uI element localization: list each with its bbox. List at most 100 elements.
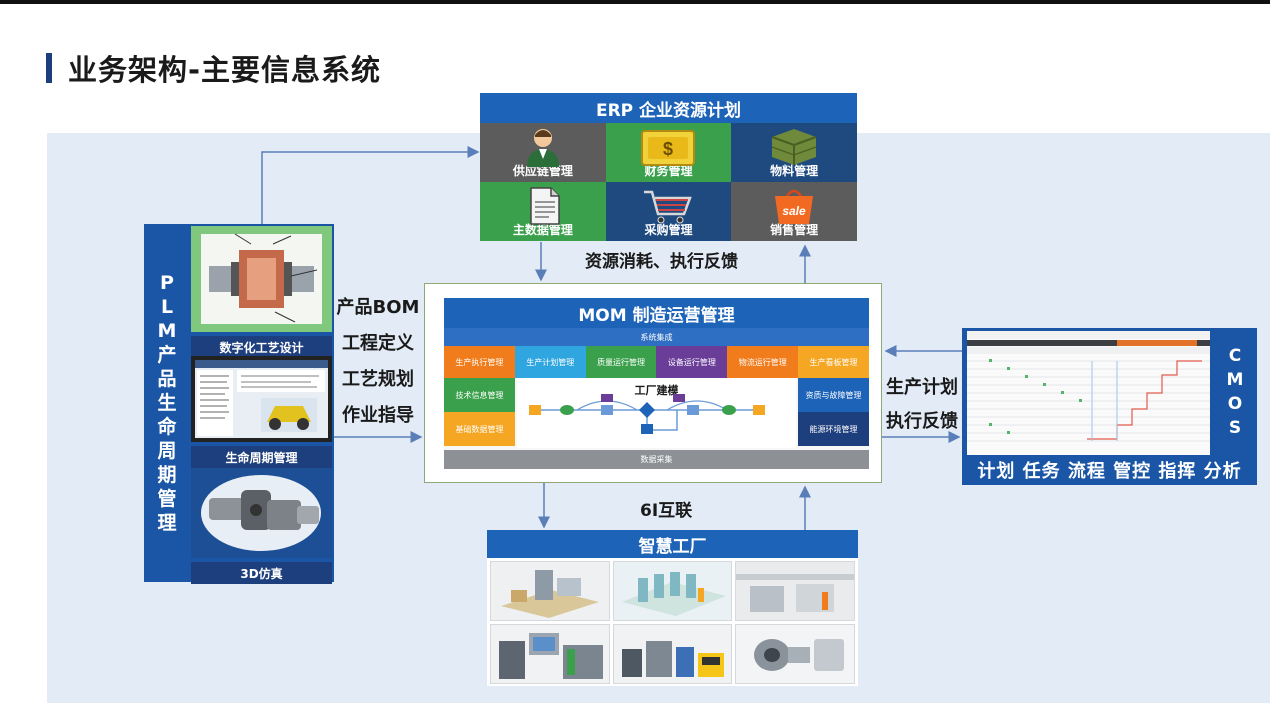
mom-module: 技术信息管理 bbox=[444, 378, 515, 412]
mom-right-modules: 资质与故障管理 能源环境管理 bbox=[798, 378, 869, 446]
plm-title-char: 产 bbox=[157, 344, 177, 366]
plm-title-char: 期 bbox=[157, 464, 177, 486]
mom-module: 能源环境管理 bbox=[798, 412, 869, 446]
mom-factory-modeling: 工厂建模 bbox=[517, 378, 796, 448]
erp-module-label: 销售管理 bbox=[770, 223, 819, 237]
mom-module: 基础数据管理 bbox=[444, 412, 515, 446]
sale-bag-icon: sale bbox=[775, 189, 814, 224]
erp-module-label: 供应链管理 bbox=[512, 164, 573, 178]
title-accent-bar bbox=[46, 53, 52, 83]
plm-panel-lifecycle: 生命周期管理 bbox=[191, 356, 332, 468]
erp-feedback-label: 资源消耗、执行反馈 bbox=[585, 252, 738, 272]
smart-factory-box: 智慧工厂 bbox=[487, 530, 858, 686]
page-title: 业务架构-主要信息系统 bbox=[46, 48, 381, 88]
cmos-screenshot bbox=[967, 331, 1210, 455]
mom-title: MOM 制造运营管理 bbox=[444, 298, 869, 328]
cmos-functions: 计划 任务 流程 管控 指挥 分析 bbox=[977, 461, 1242, 482]
erp-module-master-data: 主数据管理 bbox=[480, 182, 606, 241]
mom-box: MOM 制造运营管理 系统集成 生产执行管理 生产计划管理 质量运行管理 设备运… bbox=[424, 283, 882, 483]
mom-module: 质量运行管理 bbox=[585, 346, 657, 378]
control-cabinet-icon bbox=[491, 625, 609, 683]
factory-image bbox=[612, 624, 733, 684]
cmos-title-char: C bbox=[1228, 345, 1242, 366]
cmos-title-char: S bbox=[1228, 417, 1242, 438]
plm-output-label: 工艺规划 bbox=[342, 369, 414, 390]
cmos-output-labels: 生产计划 执行反馈 bbox=[880, 369, 964, 437]
interconnect-label: 6I互联 bbox=[640, 501, 693, 521]
mom-inner: MOM 制造运营管理 系统集成 生产执行管理 生产计划管理 质量运行管理 设备运… bbox=[444, 298, 869, 469]
factory-image bbox=[490, 624, 610, 684]
erp-module-purchase: 采购管理 bbox=[605, 182, 732, 241]
mom-module: 设备运行管理 bbox=[656, 346, 728, 378]
automation-devices-icon bbox=[613, 625, 732, 683]
plm-title-char: M bbox=[157, 320, 177, 342]
plm-title-char: P bbox=[160, 272, 174, 294]
plm-title-char: 品 bbox=[157, 368, 177, 390]
gantt-chart-icon bbox=[967, 331, 1210, 455]
mom-integration-bar: 系统集成 bbox=[444, 328, 869, 346]
erp-module-label: 主数据管理 bbox=[512, 223, 573, 237]
plm-panel-caption: 3D仿真 bbox=[191, 562, 332, 584]
plm-panel-caption: 数字化工艺设计 bbox=[191, 336, 332, 358]
plm-title-char: L bbox=[160, 296, 174, 318]
warehouse-rack-icon bbox=[613, 562, 732, 620]
factory-image bbox=[490, 561, 610, 621]
money-bag-icon: $ bbox=[641, 130, 696, 166]
cart-icon bbox=[644, 190, 693, 224]
plm-output-label: 产品BOM bbox=[336, 297, 420, 318]
mom-top-modules: 生产执行管理 生产计划管理 质量运行管理 设备运行管理 物流运行管理 生产看板管… bbox=[444, 346, 869, 378]
mom-left-modules: 技术信息管理 基础数据管理 bbox=[444, 378, 515, 446]
erp-box: ERP 企业资源计划 供应链管理 $ 财务管理 bbox=[480, 93, 857, 241]
plm-title-char: 周 bbox=[157, 440, 177, 462]
cmos-title: C M O S bbox=[1213, 328, 1257, 455]
cmos-title-char: M bbox=[1226, 369, 1244, 390]
mom-module: 生产计划管理 bbox=[514, 346, 586, 378]
process-flow-icon bbox=[529, 394, 765, 434]
erp-module-grid: 供应链管理 $ 财务管理 物料管理 主数据 bbox=[480, 123, 857, 241]
erp-module-material: 物料管理 bbox=[731, 123, 857, 182]
plm-output-label: 作业指导 bbox=[342, 405, 414, 426]
pallet-icon bbox=[771, 129, 817, 165]
document-icon bbox=[530, 187, 560, 225]
machine-part-icon bbox=[736, 625, 854, 683]
erp-module-finance: $ 财务管理 bbox=[605, 123, 732, 182]
mom-center-title: 工厂建模 bbox=[634, 384, 679, 397]
factory-image bbox=[735, 624, 855, 684]
cmos-box: C M O S 计划 任务 流程 管控 指挥 分析 bbox=[962, 328, 1257, 485]
plm-output-label: 工程定义 bbox=[342, 333, 414, 354]
plm-panel-3d-sim: 3D仿真 bbox=[191, 468, 332, 584]
universal-joint-icon bbox=[191, 468, 332, 558]
cmos-title-char: O bbox=[1227, 393, 1243, 414]
factory-image-grid bbox=[487, 558, 858, 687]
mom-module: 生产执行管理 bbox=[444, 346, 515, 378]
plm-title-char: 理 bbox=[157, 512, 177, 534]
person-icon bbox=[526, 129, 559, 167]
plm-title-char: 生 bbox=[157, 392, 177, 414]
erp-title: ERP 企业资源计划 bbox=[480, 93, 857, 123]
factory-image bbox=[735, 561, 855, 621]
top-border bbox=[0, 0, 1270, 4]
erp-module-label: 财务管理 bbox=[644, 164, 693, 178]
plm-title-char: 管 bbox=[157, 488, 177, 510]
valve-assembly-icon bbox=[191, 226, 332, 332]
plm-panel-caption: 生命周期管理 bbox=[191, 446, 332, 468]
plm-to-erp-arrow bbox=[261, 146, 480, 224]
mom-module: 资质与故障管理 bbox=[798, 378, 869, 412]
plm-panel-process-design: 数字化工艺设计 bbox=[191, 226, 332, 358]
plm-title-char: 命 bbox=[157, 416, 177, 438]
erp-module-supply-chain: 供应链管理 bbox=[480, 123, 606, 182]
page-title-text: 业务架构-主要信息系统 bbox=[68, 53, 382, 87]
cmos-output-label: 生产计划 bbox=[886, 377, 958, 398]
workshop-icon bbox=[736, 562, 854, 620]
plm-title: P L M 产 品 生 命 周 期 管 理 bbox=[144, 224, 190, 582]
production-line-icon bbox=[491, 562, 609, 620]
erp-module-label: 采购管理 bbox=[644, 223, 693, 237]
factory-title: 智慧工厂 bbox=[487, 530, 858, 558]
svg-text:sale: sale bbox=[782, 204, 806, 218]
plm-output-labels: 产品BOM 工程定义 工艺规划 作业指导 bbox=[332, 288, 424, 432]
mom-module: 生产看板管理 bbox=[798, 346, 869, 378]
erp-module-sales: sale 销售管理 bbox=[731, 182, 857, 241]
mom-module: 物流运行管理 bbox=[727, 346, 799, 378]
software-window-icon bbox=[191, 356, 332, 442]
